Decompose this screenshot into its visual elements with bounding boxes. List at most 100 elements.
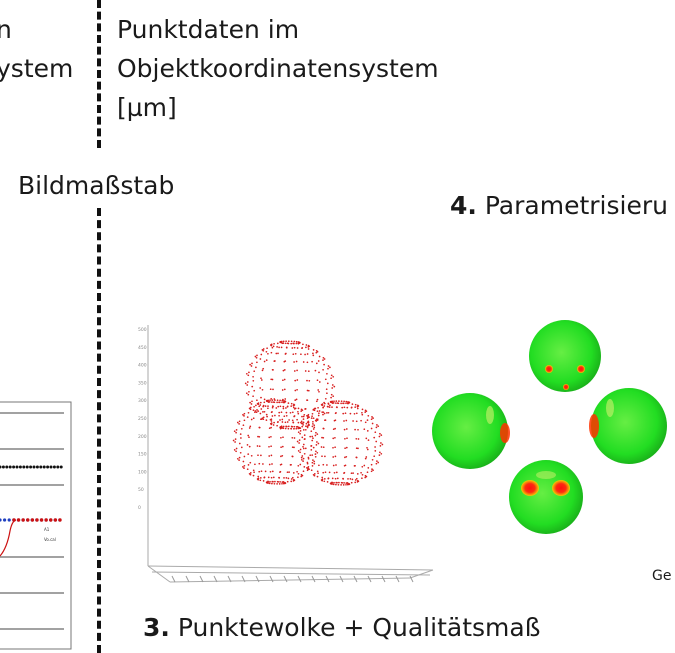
cloud-point [380, 442, 382, 444]
cloud-point [234, 441, 236, 443]
cloud-point [335, 400, 338, 402]
cloud-point [381, 443, 384, 446]
mini-chart-series [0, 518, 62, 557]
cloud-point [258, 405, 261, 408]
cloud-point [321, 411, 324, 413]
cloud-point [312, 417, 315, 420]
cloud-point [299, 430, 302, 432]
cloud-point [268, 436, 271, 439]
cloud-point [260, 379, 263, 381]
cloud-point [301, 425, 304, 428]
cloud-point [240, 437, 242, 439]
cloud-point [291, 436, 294, 439]
cloud-point [313, 424, 316, 427]
cloud-point [322, 368, 324, 371]
cloud-point [375, 440, 378, 443]
cloud-point [276, 399, 279, 402]
cloud-point [242, 460, 245, 463]
cloud-point [267, 476, 270, 479]
cloud-point [306, 389, 309, 392]
cloud-point [282, 425, 285, 428]
cloud-point [312, 446, 315, 449]
cloud-point [262, 480, 265, 482]
cloud-point [279, 463, 282, 466]
cloud-point [249, 401, 251, 404]
cloud-point [294, 352, 297, 355]
cloud-point [254, 411, 256, 414]
cloud-point [307, 413, 310, 416]
cloud-point [270, 343, 273, 346]
cloud-point [327, 365, 330, 367]
cloud-point [310, 445, 313, 447]
cloud-point [301, 409, 304, 412]
cloud-point [278, 401, 281, 404]
cloud-point [294, 399, 297, 401]
cloud-point [287, 340, 290, 343]
cloud-point [357, 447, 359, 450]
cloud-point [262, 348, 265, 350]
cloud-point [297, 431, 300, 434]
cloud-point [306, 353, 309, 355]
cloud-point [305, 422, 308, 425]
cloud-point [285, 411, 288, 414]
cloud-point [276, 483, 278, 485]
mini-black-point [46, 465, 50, 469]
cloud-point [252, 469, 255, 472]
cloud-point [285, 477, 288, 479]
cloud-point [325, 388, 328, 391]
cloud-point [316, 418, 319, 421]
cloud-point [251, 400, 253, 403]
cloud-point [304, 447, 307, 450]
cloud-point [302, 424, 304, 426]
cloud-point [303, 434, 306, 436]
cloud-point [291, 347, 294, 349]
mini-chart-gridlines [0, 412, 64, 630]
cloud-point [259, 477, 262, 479]
cloud-point [363, 428, 366, 431]
cloud-point [317, 414, 320, 417]
cloud-point [363, 464, 366, 467]
cloud-point [278, 483, 281, 485]
cloud-point [345, 483, 347, 486]
cloud-point [273, 401, 276, 404]
cloud-point [291, 425, 294, 428]
cloud-point [271, 346, 274, 349]
cloud-point [297, 410, 299, 413]
cloud-point [272, 388, 274, 391]
plot-y-tick-label: 450 [138, 345, 147, 351]
cloud-point [269, 470, 272, 473]
cloud-point [270, 378, 273, 381]
cloud-point [312, 459, 314, 461]
mini-chart: A1 Vo.cal [0, 401, 72, 650]
cloud-point [335, 483, 337, 486]
cloud-point [354, 403, 357, 406]
cloud-point [282, 369, 285, 372]
cloud-point [302, 445, 304, 448]
cloud-point [259, 404, 262, 406]
cloud-point [374, 431, 377, 434]
cloud-point [306, 461, 309, 464]
cloud-point [299, 448, 302, 451]
cloud-point [310, 430, 313, 433]
cloud-point [287, 477, 290, 480]
plot-x-tick [171, 575, 176, 583]
cloud-point [377, 461, 380, 464]
sphere-bottom [509, 460, 583, 534]
cloud-point [316, 470, 319, 473]
cloud-point [262, 404, 265, 407]
plot-y-tick-label: 350 [138, 380, 147, 386]
cloud-point [293, 408, 296, 410]
cloud-point [276, 346, 278, 348]
cloud-point [238, 442, 241, 445]
cloud-point [345, 419, 348, 422]
plot-x-tick [283, 575, 288, 583]
cloud-point [302, 429, 305, 431]
cloud-point [340, 484, 342, 486]
cloud-point [332, 456, 335, 458]
cloud-point [318, 355, 321, 358]
plot-x-tick [199, 575, 204, 583]
cloud-point [238, 423, 240, 425]
cloud-point [252, 409, 255, 412]
cloud-point [276, 424, 278, 427]
cloud-point [272, 345, 275, 348]
